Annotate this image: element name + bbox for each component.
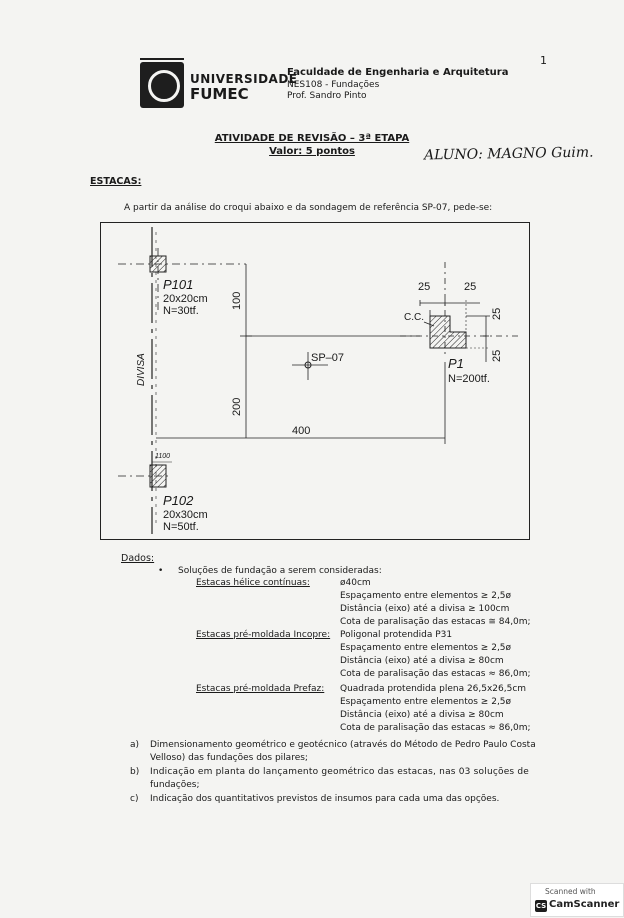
p102-column (149, 464, 167, 488)
p1-column (429, 315, 467, 349)
question-text: fundações; (150, 780, 200, 790)
p101-load: N=30tf. (163, 305, 199, 317)
cc-leader (423, 321, 435, 327)
dados-label: Dados: (121, 553, 155, 564)
divisa-label: DIVISA (136, 353, 147, 386)
p101-column (149, 255, 167, 273)
camscanner-icon: CS (535, 900, 547, 912)
scanner-brand-text: CamScanner (549, 899, 620, 910)
page-number: 1 (540, 54, 547, 67)
dim-200: 200 (231, 398, 243, 416)
scanner-caption: Scanned with (545, 887, 596, 896)
solution-line: Espaçamento entre elementos ≥ 2,5ø (340, 591, 512, 601)
p102-load: N=50tf. (163, 521, 199, 533)
solution-name: Estacas pré-moldada Incopre: (196, 630, 331, 640)
question-label: b) (130, 767, 140, 777)
solution-line: ø40cm (340, 578, 371, 588)
cc-label: C.C. (404, 312, 424, 323)
solution-line: Poligonal protendida P31 (340, 630, 453, 640)
question-text: Indicação em planta do lançamento geomét… (150, 767, 530, 777)
p1-label: P1 (448, 356, 464, 371)
solution-name: Estacas hélice contínuas: (196, 578, 310, 588)
question-label: a) (130, 740, 140, 750)
solution-line: Distância (eixo) até a divisa ≥ 100cm (340, 604, 510, 614)
p102-size: 20x30cm (163, 509, 208, 521)
solution-line: Cota de paralisação das estacas ≅ 84,0m; (340, 617, 531, 627)
solution-line: Cota de paralisação das estacas ≈ 86,0m; (340, 669, 531, 679)
intro-text: A partir da análise do croqui abaixo e d… (124, 203, 493, 213)
professor-name: Prof. Sandro Pinto (287, 91, 367, 101)
sp-label: SP–07 (311, 352, 344, 364)
dados-intro: Soluções de fundação a serem considerada… (178, 566, 382, 576)
hand-dim-label: 1100 (155, 453, 170, 460)
solution-line: Cota de paralisação das estacas ≈ 86,0m; (340, 723, 531, 733)
university-logo (140, 58, 184, 108)
p1-load: N=200tf. (448, 373, 490, 385)
logo-ring-icon (148, 70, 180, 102)
dim-25-a: 25 (418, 281, 430, 293)
solution-line: Espaçamento entre elementos ≥ 2,5ø (340, 697, 512, 707)
sp-marker-icon (304, 361, 312, 369)
question-text: Indicação dos quantitativos previstos de… (150, 794, 500, 804)
solution-name: Estacas pré-moldada Prefaz: (196, 684, 325, 694)
foundation-sketch: P101 20x20cm N=30tf. P102 20x30cm N=50tf… (100, 222, 530, 540)
university-short: FUMEC (190, 85, 249, 103)
solution-line: Distância (eixo) até a divisa ≥ 80cm (340, 656, 504, 666)
activity-title: ATIVIDADE DE REVISÃO – 3ª ETAPA (214, 133, 410, 144)
solution-line: Distância (eixo) até a divisa ≥ 80cm (340, 710, 504, 720)
sketch-border (100, 222, 530, 540)
student-name: ALUNO: MAGNO Guim. (423, 144, 594, 164)
solution-line: Espaçamento entre elementos ≥ 2,5ø (340, 643, 512, 653)
faculty-name: Faculdade de Engenharia e Arquitetura (287, 67, 509, 78)
question-label: c) (130, 794, 139, 804)
solution-line: Quadrada protendida plena 26,5x26,5cm (340, 684, 527, 694)
activity-value: Valor: 5 pontos (269, 146, 355, 157)
bullet-icon: • (158, 566, 164, 576)
p101-label: P101 (163, 277, 193, 292)
dim-100: 100 (231, 292, 243, 310)
question-text: Velloso) das fundações dos pilares; (150, 753, 308, 763)
p101-size: 20x20cm (163, 293, 208, 305)
question-text: Dimensionamento geométrico e geotécnico … (150, 740, 536, 750)
dim-400: 400 (292, 425, 310, 437)
university-name: UNIVERSIDADE (190, 72, 298, 86)
dim-25-c: 25 (491, 308, 503, 320)
logo-top-bar (140, 58, 184, 60)
dim-25-b: 25 (464, 281, 476, 293)
p102-label: P102 (163, 493, 194, 508)
section-heading: ESTACAS: (90, 176, 142, 187)
course-name: NES108 - Fundações (287, 80, 380, 90)
dim-25-d: 25 (491, 350, 503, 362)
